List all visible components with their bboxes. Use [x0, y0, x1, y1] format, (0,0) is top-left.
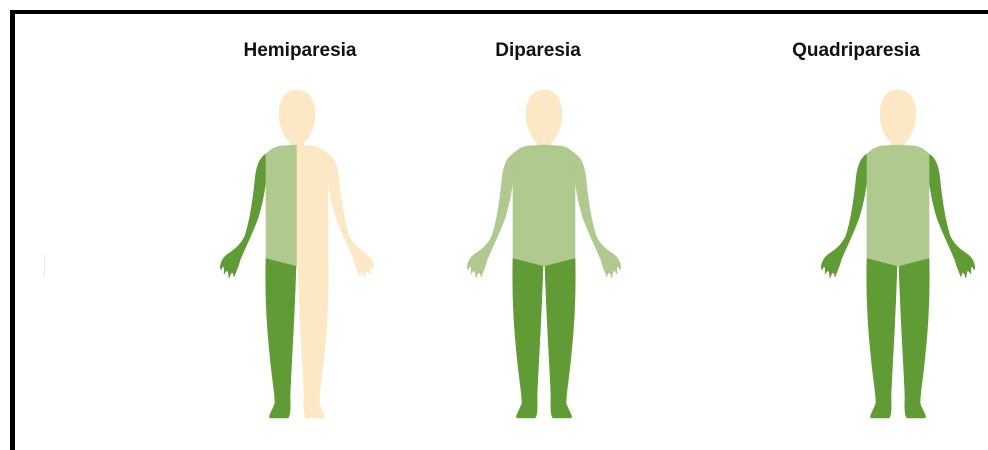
body-region-leg-right	[298, 258, 328, 418]
body-region-torso-right	[297, 145, 328, 266]
body-region-leg-right	[899, 258, 929, 418]
body-region-arm-left	[220, 154, 266, 278]
body-region-torso-left	[867, 145, 898, 266]
faint-mark	[44, 255, 45, 275]
quadriparesia-title: Quadriparesia	[792, 40, 920, 62]
body-silhouette	[813, 88, 983, 423]
body-silhouette	[212, 88, 382, 423]
frame-left-border	[10, 10, 15, 450]
body-region-torso-right	[898, 145, 929, 266]
body-region-leg-left	[513, 258, 543, 418]
quadriparesia-figure	[813, 88, 983, 423]
body-region-torso-left	[513, 145, 544, 266]
body-region-leg-left	[867, 258, 897, 418]
body-region-torso-right	[544, 145, 575, 266]
body-region-leg-right	[545, 258, 575, 418]
body-region-leg-left	[266, 258, 296, 418]
body-region-arm-right	[328, 154, 374, 278]
body-region-arm-right	[575, 154, 621, 278]
diparesia-title: Diparesia	[495, 40, 581, 62]
body-region-head	[526, 90, 562, 148]
body-region-arm-left	[467, 154, 513, 278]
body-region-arm-right	[929, 154, 975, 278]
body-region-head	[880, 90, 916, 148]
body-silhouette	[459, 88, 629, 423]
frame-top-border	[10, 10, 988, 14]
diparesia-figure	[459, 88, 629, 423]
body-region-torso-left	[266, 145, 297, 266]
body-region-head	[279, 90, 315, 148]
hemiparesia-title: Hemiparesia	[243, 40, 356, 62]
body-region-arm-left	[821, 154, 867, 278]
hemiparesia-figure	[212, 88, 382, 423]
